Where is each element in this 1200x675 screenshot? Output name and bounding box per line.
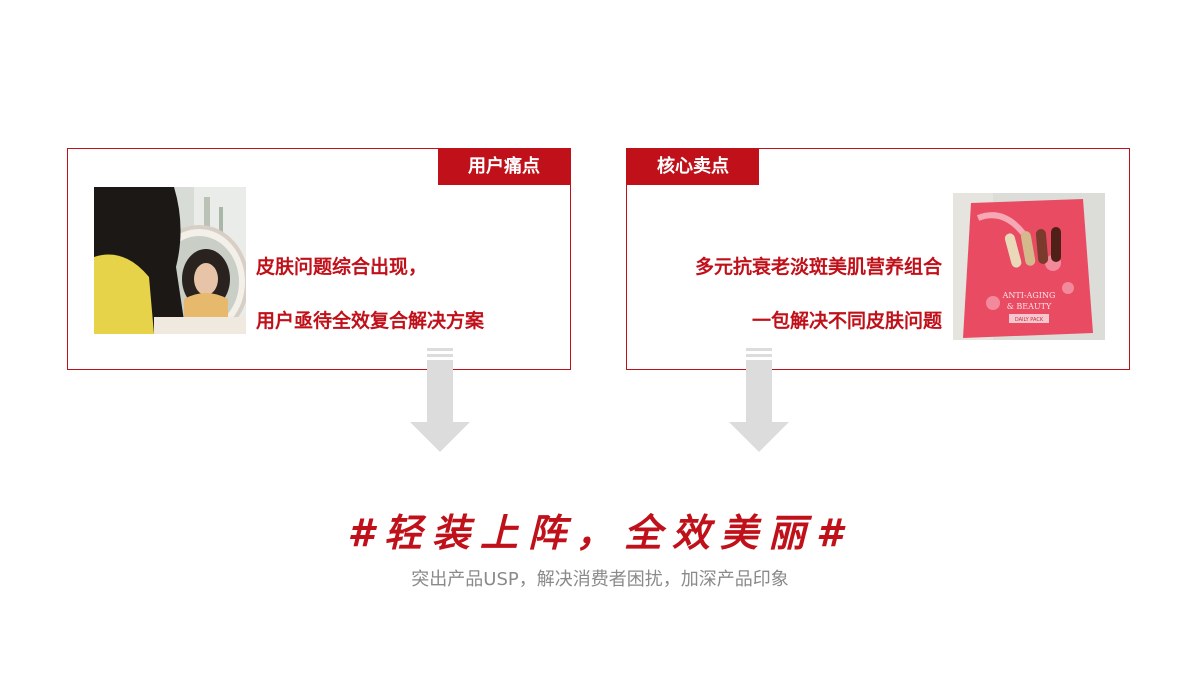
package-text-1: ANTI-AGING [1002,291,1056,300]
headline-slogan: #轻装上阵，全效美丽# [347,511,853,555]
pain-point-line-1: 皮肤问题综合出现， [256,256,428,278]
mirror-photo [94,187,246,334]
down-arrow-icon [729,348,789,452]
subline-caption: 突出产品USP，解决消费者困扰，加深产品印象 [411,569,789,590]
selling-point-text: 多元抗衰老淡斑美肌营养组合 一包解决不同皮肤问题 [637,252,942,360]
pain-point-tag: 用户痛点 [438,149,570,185]
selling-point-line-2: 一包解决不同皮肤问题 [751,310,942,332]
selling-point-line-1: 多元抗衰老淡斑美肌营养组合 [694,256,942,278]
selling-point-card: 核心卖点 多元抗衰老淡斑美肌营养组合 一包解决不同皮肤问题 ANTI-AGING… [626,148,1130,370]
selling-point-tag: 核心卖点 [627,149,759,185]
product-pack-photo: ANTI-AGING & BEAUTY DAILY PACK [953,193,1105,340]
pain-point-text: 皮肤问题综合出现， 用户亟待全效复合解决方案 [256,252,566,360]
pain-point-card: 用户痛点 皮肤问题综合出现， 用户亟待全效复合解决方案 [67,148,571,370]
down-arrow-icon [410,348,470,452]
pain-point-line-2: 用户亟待全效复合解决方案 [256,310,485,332]
package-text-2: & BEAUTY [1007,302,1052,311]
package-text-3: DAILY PACK [1015,317,1044,323]
